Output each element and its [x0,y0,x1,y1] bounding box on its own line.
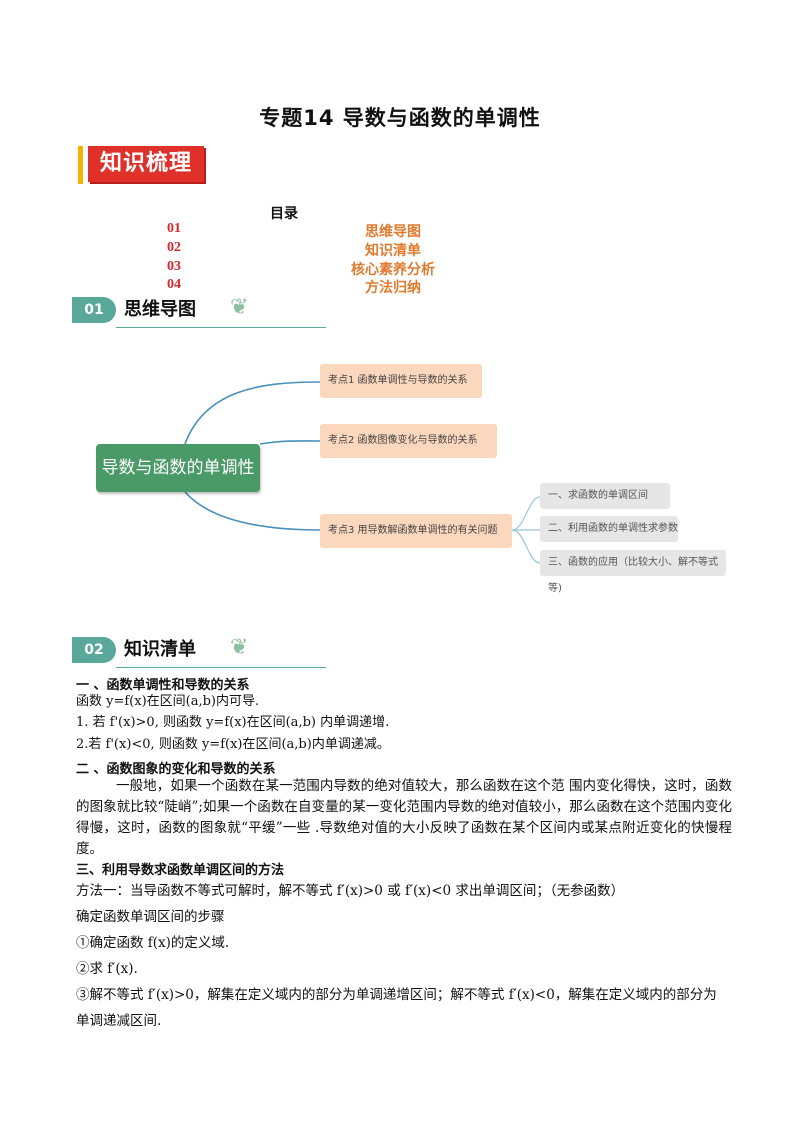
toc-label: 思维导图 [365,224,421,240]
mindmap-node: 考点3 用导数解函数单调性的有关问题 [320,514,512,548]
toc-num: 01 [167,221,181,236]
section-label: 知识清单 [124,639,196,660]
page-title: 专题14 导数与函数的单调性 [259,106,541,130]
mindmap-subnode: 一、求函数的单调区间 [540,483,670,509]
section-header-mindmap: 01 思维导图 ❦ [72,295,326,331]
mindmap-subnode: 二、利用函数的单调性求参数 [540,516,678,542]
mindmap-root: 导数与函数的单调性 [96,444,260,492]
heading-2: 二 、函数图象的变化和导数的关系 [76,762,276,777]
toc-item[interactable]: 02 知识清单 [0,240,800,259]
text-line: ②求 f′(x). [76,961,138,977]
text-line: ③解不等式 f′(x)>0，解集在定义域内的部分为单调递增区间；解不等式 f′(… [76,987,717,1003]
text-line: 1. 若 f'(x)>0, 则函数 y=f(x)在区间(a,b) 内单调递增. [76,715,390,730]
text-line: 函数 y=f(x)在区间(a,b)内可导. [76,694,260,709]
toc-num: 04 [167,277,181,292]
section-header-knowledge: 02 知识清单 ❦ [72,635,326,671]
toc-item[interactable]: 01 思维导图 [0,221,800,240]
toc-label: 核心素养分析 [351,262,435,278]
text-line: ①确定函数 f(x)的定义域. [76,935,230,951]
text-line: 方法一：当导函数不等式可解时，解不等式 f′(x)>0 或 f′(x)<0 求出… [76,883,625,899]
text-line: 2.若 f'(x)<0, 则函数 y=f(x)在区间(a,b)内单调递减。 [76,737,390,752]
mindmap-connectors [184,381,541,564]
toc-item[interactable]: 04 方法归纳 [0,277,800,296]
toc-label: 方法归纳 [365,280,421,296]
section-number: 02 [72,637,116,663]
paragraph: 一般地，如果一个函数在某一范围内导数的绝对值较大，那么函数在这个范 围内变化得快… [76,778,732,857]
toc-label: 知识清单 [365,243,421,259]
heading-3: 三、利用导数求函数单调区间的方法 [76,863,285,878]
text-line: 确定函数单调区间的步骤 [76,909,225,925]
mindmap-node: 考点1 函数单调性与导数的关系 [320,364,482,398]
mindmap-node: 考点2 函数图像变化与导数的关系 [320,424,497,458]
leaf-icon: ❦ [230,635,249,660]
leaf-icon: ❦ [230,295,249,320]
toc-item[interactable]: 03 核心素养分析 [0,259,800,278]
section-number: 01 [72,297,116,323]
section-label: 思维导图 [124,299,196,320]
heading-1: 一 、函数单调性和导数的关系 [76,678,250,693]
knowledge-banner: 知识梳理 [78,146,204,184]
text-line: 单调递减区间. [76,1013,162,1029]
toc-num: 03 [167,259,181,274]
mindmap-subnode: 三、函数的应用（比较大小、解不等式等) [540,550,726,594]
toc-num: 02 [167,240,181,255]
banner-label: 知识梳理 [88,146,204,182]
toc-heading: 目录 [270,206,298,222]
